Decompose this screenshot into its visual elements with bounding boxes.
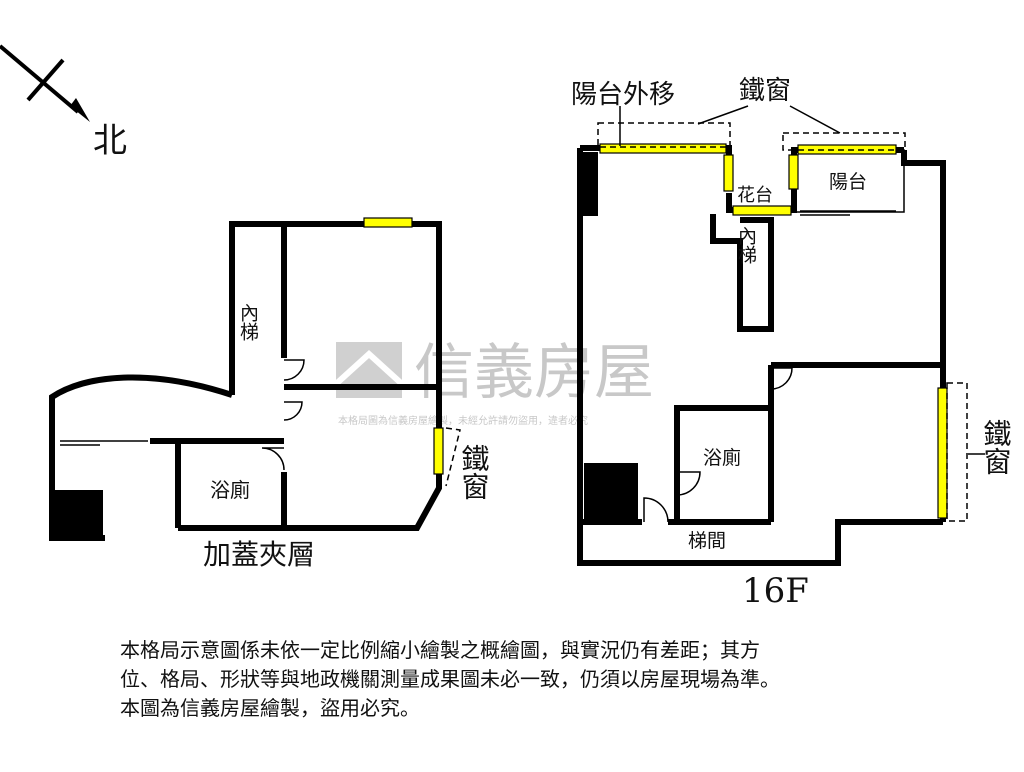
right-floor-plan: 陽台外移 鐵窗 陽台 花台 內梯 浴廁 梯間 鐵窗 16F — [571, 76, 1013, 611]
north-label: 北 — [93, 121, 127, 161]
watermark: 信義房屋 本格局圖為信義房屋繪製，未經允許請勿盜用，違者必究 — [333, 338, 654, 427]
left-door-bath — [261, 447, 285, 471]
right-black-mass — [584, 463, 638, 520]
right-balcony-moved-out-outline — [597, 122, 731, 148]
left-column — [53, 490, 103, 538]
left-stair-label: 內梯 — [237, 303, 259, 341]
right-bath-label: 浴廁 — [703, 446, 741, 469]
right-bath-walls — [674, 405, 771, 522]
left-door-stair — [283, 359, 305, 381]
right-door-stairwell — [643, 497, 669, 523]
right-label-window-right: 鐵窗 — [980, 419, 1013, 475]
left-stair-wall — [229, 221, 284, 395]
left-door-hall — [283, 401, 303, 421]
left-bath-label: 浴廁 — [210, 478, 250, 502]
right-balcony-label: 陽台 — [829, 171, 867, 193]
right-stair-label: 內梯 — [735, 226, 757, 264]
right-window-right — [937, 387, 948, 519]
right-door-room — [770, 367, 793, 390]
left-window-label: 鐵窗 — [458, 444, 491, 500]
right-window-top-outline — [782, 132, 906, 151]
left-upper-wall — [284, 221, 442, 387]
right-window-top-mid — [723, 154, 734, 192]
right-top-column — [580, 152, 598, 216]
north-arrow-icon — [0, 44, 90, 122]
disclaimer-line-3: 本圖為信義房屋繪製，盜用必究。 — [120, 696, 420, 720]
right-window-planter — [732, 205, 792, 216]
left-window-top — [363, 217, 413, 228]
right-label-window-top: 鐵窗 — [739, 76, 791, 106]
right-label-balcony-moved-out: 陽台外移 — [571, 80, 675, 110]
right-plan-title: 16F — [742, 571, 809, 611]
left-plan-title: 加蓋夾層 — [203, 538, 315, 571]
left-right-wall — [178, 387, 442, 531]
right-outer-left-bottom — [577, 148, 943, 566]
left-floor-plan: 內梯 浴廁 鐵窗 加蓋夾層 — [49, 217, 491, 571]
right-outer-right — [901, 150, 946, 522]
right-window-balcony-side — [788, 154, 799, 190]
right-inner-stair — [710, 214, 774, 332]
right-window-top-left — [599, 143, 727, 154]
disclaimer-line-2: 位、格局、形狀等與地政機關測量成果圖未必一致，仍須以房屋現場為準。 — [120, 667, 780, 691]
left-window-right — [433, 427, 444, 475]
disclaimer-text: 本格局示意圖係未依一定比例縮小繪製之概繪圖，與實況仍有差距；其方 位、格局、形狀… — [120, 636, 920, 723]
watermark-notice: 本格局圖為信義房屋繪製，未經允許請勿盜用，違者必究 — [338, 414, 588, 427]
disclaimer-line-1: 本格局示意圖係未依一定比例縮小繪製之概繪圖，與實況仍有差距；其方 — [120, 638, 760, 662]
right-stairwell-label: 梯間 — [688, 530, 726, 552]
right-window-right-outline — [946, 382, 968, 522]
left-arch-wall — [49, 374, 233, 541]
watermark-brand: 信義房屋 — [414, 338, 654, 408]
right-planter-label: 花台 — [737, 185, 773, 206]
right-door-bath — [676, 471, 701, 496]
